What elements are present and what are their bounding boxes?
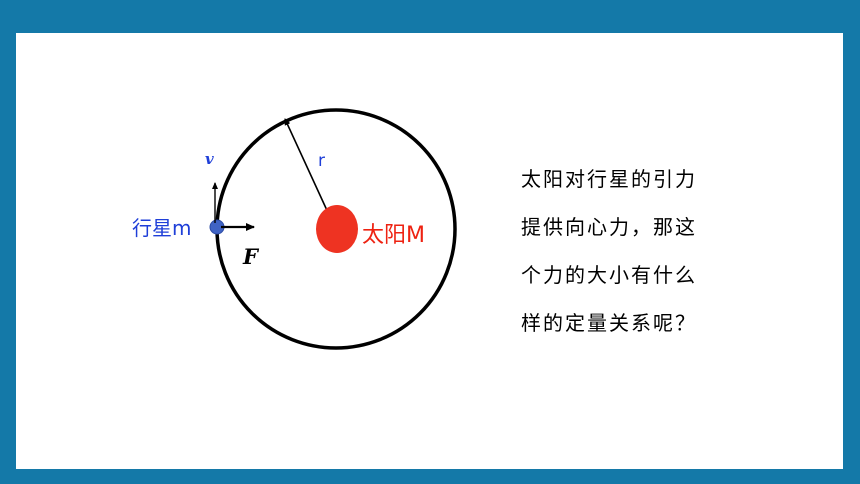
gravity-orbit-diagram: v r 行星m 太阳M F (132, 108, 457, 350)
sun-label: 太阳M (362, 223, 425, 248)
radius-label: r (318, 151, 325, 171)
velocity-label: v (205, 150, 214, 168)
question-line-3: 个力的大小有什么 (521, 263, 697, 287)
question-line-2: 提供向心力，那这 (521, 215, 697, 239)
question-line-4: 样的定量关系呢？ (521, 311, 697, 335)
slide-canvas: v r 行星m 太阳M F 太阳对行星的引力 提供向心力，那这 个力的大小有什么… (16, 33, 843, 469)
force-label: F (242, 244, 260, 269)
planet-label: 行星m (132, 216, 191, 240)
question-text: 太阳对行星的引力 提供向心力，那这 个力的大小有什么 样的定量关系呢？ (521, 155, 751, 347)
question-line-1: 太阳对行星的引力 (521, 167, 697, 191)
sun-body (316, 205, 358, 253)
